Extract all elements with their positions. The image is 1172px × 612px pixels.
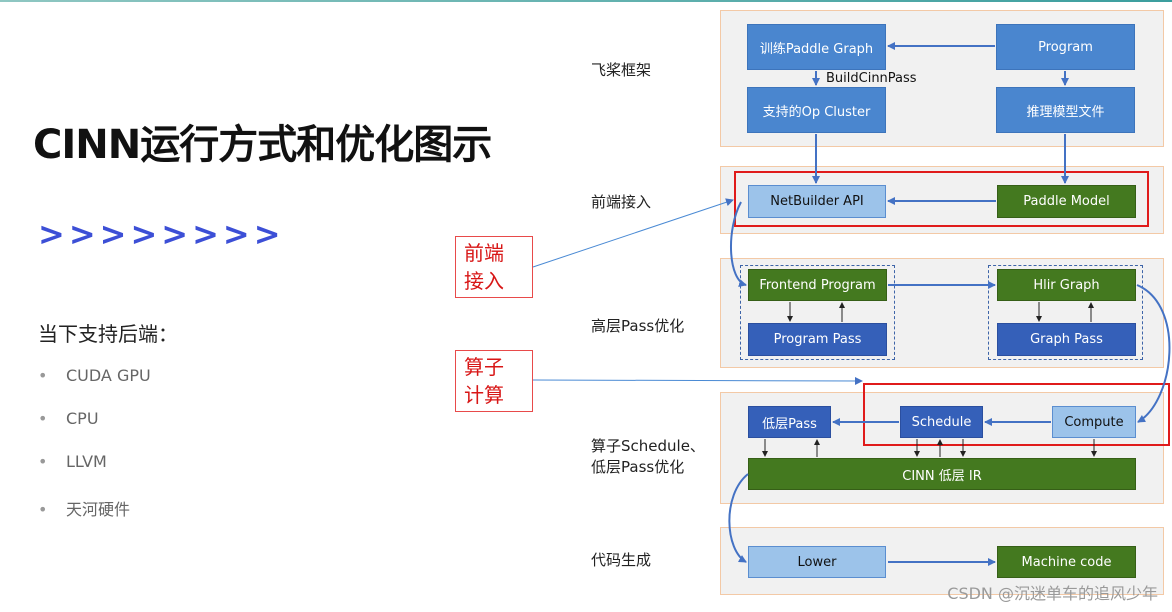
frontend-program-group [740,265,895,360]
stage-label-frontend: 前端接入 [591,193,652,211]
graph-pass-node: Graph Pass [997,323,1136,356]
arrow-hlir-to-compute [1136,284,1171,423]
bullet-icon: • [38,366,48,385]
stage-label-codegen: 代码生成 [591,551,652,569]
watermark: CSDN @沉迷单车的追风少年 [947,584,1158,603]
callout-line-operator [532,376,863,385]
top-accent-line [0,0,1172,2]
netbuilder-api-node: NetBuilder API [748,185,886,218]
build-cinn-pass-label: BuildCinnPass [826,71,917,86]
stage-label-highlevel: 高层Pass优化 [591,317,685,335]
backend-item: •CPU [38,409,99,428]
cinn-low-level-ir-node: CINN 低层 IR [748,458,1136,490]
frontend-callout: 前端 接入 [455,236,533,298]
inference-model-file-node: 推理模型文件 [996,87,1135,133]
hlir-graph-node: Hlir Graph [997,269,1136,301]
callout-line-frontend [532,198,734,268]
frontend-highlight-box [734,171,1149,227]
stage-label-operator-2: 低层Pass优化 [591,458,685,476]
operator-callout: 算子 计算 [455,350,533,412]
backend-item: •天河硬件 [38,500,131,519]
slide-title: CINN运行方式和优化图示 [33,122,492,168]
operator-highlight-box [863,383,1170,446]
lower-node: Lower [748,546,886,578]
stage-label-operator-1: 算子Schedule、 [591,437,705,455]
backend-item: •CUDA GPU [38,366,151,385]
backend-item: •LLVM [38,452,107,471]
hlir-graph-group [988,265,1143,360]
program-node: Program [996,24,1135,70]
backends-heading: 当下支持后端： [38,322,178,346]
schedule-node: Schedule [900,406,983,438]
frontend-program-node: Frontend Program [748,269,887,301]
op-cluster-node: 支持的Op Cluster [747,87,886,133]
machine-code-node: Machine code [997,546,1136,578]
arrow-netbuilder-to-frontend-program [729,201,747,287]
chevron-decoration: >>>>>>>> [38,215,285,253]
bullet-icon: • [38,452,48,471]
arrow-ir-to-lower [728,473,749,563]
stage-label-framework: 飞桨框架 [591,61,652,79]
bullet-icon: • [38,500,48,519]
bullet-icon: • [38,409,48,428]
low-level-pass-node: 低层Pass [748,406,831,438]
compute-node: Compute [1052,406,1136,438]
program-pass-node: Program Pass [748,323,887,356]
train-paddle-graph-node: 训练Paddle Graph [747,24,886,70]
paddle-model-node: Paddle Model [997,185,1136,218]
